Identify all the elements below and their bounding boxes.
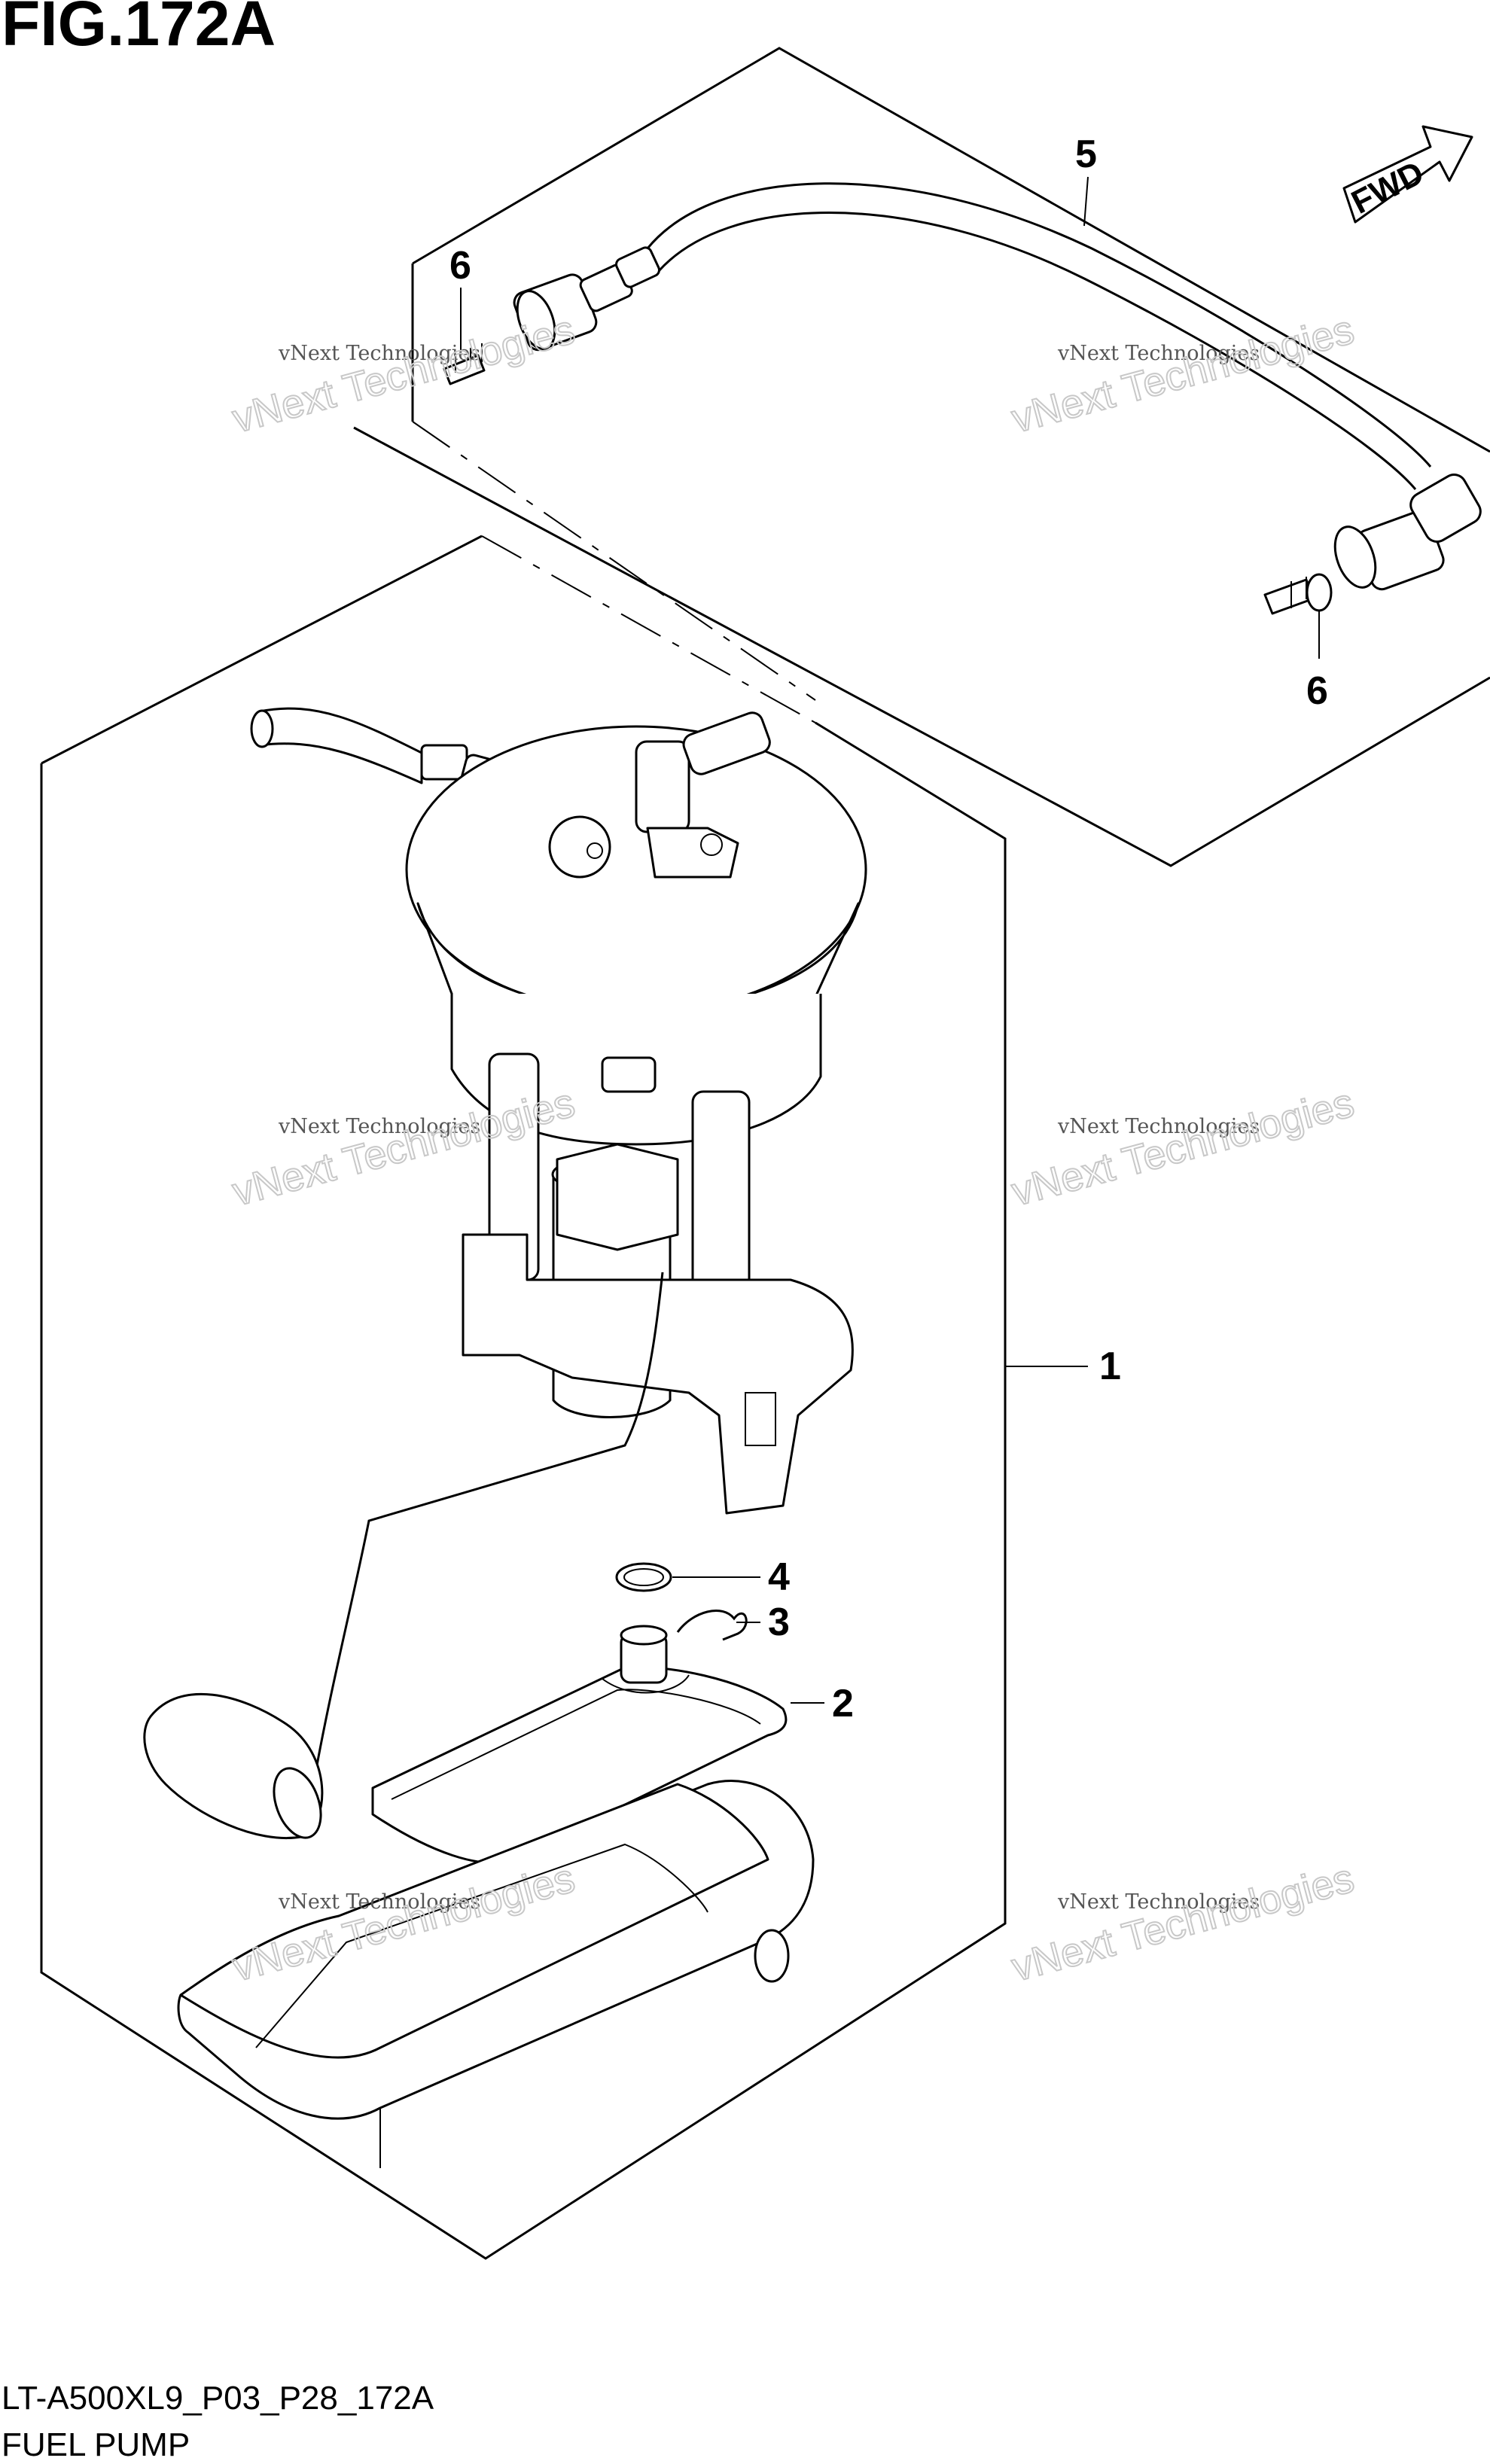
svg-text:vNext Technologies: vNext Technologies	[278, 1890, 480, 1914]
svg-text:vNext Technologies: vNext Technologies	[1057, 1890, 1260, 1914]
fwd-arrow: FWD	[1342, 125, 1473, 224]
retaining-clip	[676, 1610, 748, 1641]
hose-clamp-right	[1263, 573, 1333, 615]
svg-text:vNext Technologies: vNext Technologies	[278, 1115, 480, 1138]
watermark: vNext Technologies vNext Technologies	[1007, 1080, 1360, 1216]
watermark: vNext Technologies vNext Technologies	[227, 306, 580, 443]
watermark: vNext Technologies vNext Technologies	[1007, 306, 1360, 443]
callout-6-left: 6	[449, 244, 471, 288]
fwd-label: FWD	[1345, 154, 1430, 221]
o-ring	[615, 1562, 672, 1592]
figure-title: FIG.172A	[2, 0, 276, 59]
fuel-hose	[513, 182, 1482, 591]
tank-tray	[177, 1780, 815, 2168]
svg-text:vNext Technologies: vNext Technologies	[1007, 1080, 1359, 1215]
callout-2: 2	[832, 1682, 854, 1725]
watermark: vNext Technologies vNext Technologies	[1007, 1855, 1360, 1991]
fuel-filter	[371, 1625, 788, 1864]
figure-code: LT-A500XL9_P03_P28_172A	[2, 2380, 434, 2417]
hose-clamp-left	[443, 343, 486, 385]
leader-lines	[460, 176, 1320, 1704]
fuel-pump-assembly	[143, 707, 867, 1839]
svg-text:vNext Technologies: vNext Technologies	[1057, 342, 1260, 365]
svg-text:vNext Technologies: vNext Technologies	[1057, 1115, 1260, 1138]
callout-5: 5	[1075, 132, 1097, 176]
callout-1: 1	[1099, 1345, 1121, 1388]
callout-3: 3	[768, 1601, 790, 1644]
svg-text:vNext Technologies: vNext Technologies	[1007, 307, 1359, 442]
hose-panel-outline	[353, 47, 1490, 867]
svg-text:vNext Technologies: vNext Technologies	[1007, 1856, 1359, 1990]
callout-4: 4	[768, 1555, 790, 1599]
svg-text:vNext Technologies: vNext Technologies	[228, 307, 580, 442]
callout-6-right: 6	[1306, 669, 1328, 713]
svg-text:vNext Technologies: vNext Technologies	[278, 342, 480, 365]
pump-panel-outline	[40, 535, 1007, 2260]
figure-caption: FUEL PUMP	[2, 2426, 190, 2463]
